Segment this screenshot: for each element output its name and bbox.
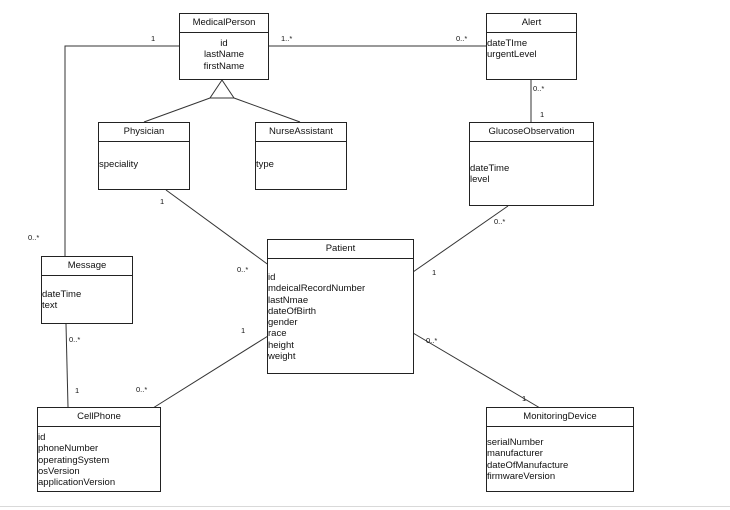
attribute: dateTIme <box>487 38 528 49</box>
multiplicity-label: 1 <box>151 34 156 43</box>
association-patient-monitoringdevice <box>412 332 541 409</box>
attribute: urgentLevel <box>487 49 537 61</box>
attribute: osVersion <box>38 465 80 477</box>
attribute: id <box>38 432 46 443</box>
class-physician: Physician speciality <box>98 122 190 190</box>
multiplicity-label: 0..* <box>237 265 249 274</box>
class-name: Physician <box>99 123 189 142</box>
association-patient-cellphone <box>152 335 269 409</box>
class-name: Message <box>42 257 132 276</box>
attribute: weight <box>268 351 296 363</box>
class-name: MedicalPerson <box>180 14 268 33</box>
attribute: serialNumber <box>487 437 544 448</box>
multiplicity-label: 0..* <box>69 335 81 344</box>
class-nurseassistant: NurseAssistant type <box>255 122 347 190</box>
attribute: manufacturer <box>487 448 543 460</box>
multiplicity-label: 1 <box>160 197 165 206</box>
association-glucoseobservation-patient <box>412 205 509 273</box>
divider <box>0 506 730 507</box>
multiplicity-label: 1 <box>75 386 80 395</box>
attribute: firstName <box>203 60 245 72</box>
attribute: phoneNumber <box>38 443 99 455</box>
attribute: dateTime <box>470 163 510 174</box>
multiplicity-label: 1..* <box>281 34 293 43</box>
association-medicalperson-message <box>64 45 179 256</box>
class-patient: Patient id mdeicalRecordNumber lastNmae … <box>267 239 414 374</box>
class-name: Patient <box>268 240 413 259</box>
attribute: applicationVersion <box>38 477 116 489</box>
association-message-cellphone <box>65 323 69 408</box>
attribute: id <box>268 272 276 283</box>
attribute: mdeicalRecordNumber <box>268 283 366 295</box>
attribute: operatingSystem <box>38 454 110 466</box>
class-name: GlucoseObservation <box>470 123 593 142</box>
class-glucoseobservation: GlucoseObservation dateTime level <box>469 122 594 206</box>
generalization-nurse-line <box>233 97 301 123</box>
multiplicity-label: 1 <box>540 110 545 119</box>
attribute: level <box>470 174 490 186</box>
multiplicity-label: 0..* <box>28 233 40 242</box>
class-name: Alert <box>487 14 576 33</box>
multiplicity-label: 0..* <box>494 217 506 226</box>
attribute: type <box>256 159 274 170</box>
class-monitoringdevice: MonitoringDevice serialNumber manufactur… <box>486 407 634 492</box>
multiplicity-label: 0..* <box>136 385 148 394</box>
multiplicity-label: 0..* <box>533 84 545 93</box>
class-alert: Alert dateTIme urgentLevel <box>486 13 577 80</box>
attribute: race <box>268 328 287 340</box>
attribute: firmwareVersion <box>487 470 556 482</box>
attribute: text <box>42 300 58 312</box>
class-message: Message dateTime text <box>41 256 133 324</box>
multiplicity-label: 1 <box>432 268 437 277</box>
attribute: height <box>268 339 294 351</box>
class-medicalperson: MedicalPerson id lastName firstName <box>179 13 269 80</box>
multiplicity-label: 0..* <box>456 34 468 43</box>
multiplicity-label: 1 <box>241 326 246 335</box>
attribute: id <box>220 38 228 49</box>
association-physician-patient <box>165 189 271 267</box>
attribute: dateTime <box>42 289 82 300</box>
attribute: lastNmae <box>268 294 309 306</box>
attribute: lastName <box>203 49 245 61</box>
generalization-triangle <box>209 79 235 99</box>
multiplicity-label: 0..* <box>426 336 438 345</box>
class-name: MonitoringDevice <box>487 408 633 427</box>
multiplicity-label: 1 <box>522 394 527 403</box>
generalization-physician-line <box>143 97 211 123</box>
attribute: dateOfManufacture <box>487 459 569 471</box>
class-name: NurseAssistant <box>256 123 346 142</box>
class-cellphone: CellPhone id phoneNumber operatingSystem… <box>37 407 161 492</box>
attribute: gender <box>268 317 298 329</box>
class-name: CellPhone <box>38 408 160 427</box>
attribute: speciality <box>99 159 139 170</box>
attribute: dateOfBirth <box>268 305 317 317</box>
